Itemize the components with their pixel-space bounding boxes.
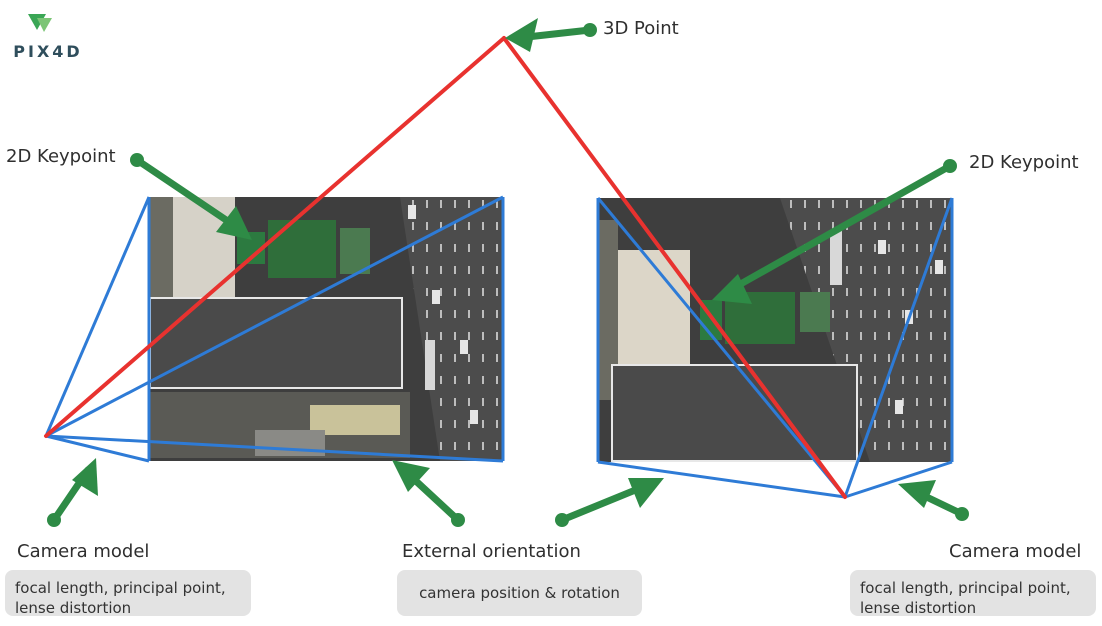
info-box-camera-model-right: focal length, principal point, lense dis…	[850, 570, 1096, 617]
pointer-arrows	[47, 18, 969, 527]
info-box-camera-model-left: focal length, principal point, lense dis…	[5, 570, 251, 617]
camera-frustum-left	[44, 195, 505, 463]
pix4d-logo-icon	[28, 14, 52, 32]
pointer-arrow-icon-3d-point	[505, 18, 597, 52]
label-2d-keypoint-right: 2D Keypoint	[969, 152, 1079, 173]
pointer-arrow-icon-camera-right	[898, 480, 969, 521]
label-3d-point: 3D Point	[603, 18, 679, 39]
projection-rays	[44, 36, 847, 499]
info-line: lense distortion	[15, 599, 132, 617]
pointer-arrow-icon-ext-right	[555, 478, 664, 527]
label-camera-model-right: Camera model	[949, 541, 1082, 562]
pointer-arrow-icon-keypoint-right	[712, 159, 957, 304]
aerial-photo-left	[149, 197, 503, 461]
pix4d-logo: PIX4D	[8, 12, 88, 62]
label-external-orientation: External orientation	[402, 541, 581, 562]
info-line: focal length, principal point,	[15, 579, 226, 597]
info-line: focal length, principal point,	[860, 579, 1071, 597]
pointer-arrow-icon-keypoint-left	[130, 153, 252, 240]
info-box-external-orientation: camera position & rotation	[397, 570, 642, 616]
logo-text: PIX4D	[13, 42, 83, 61]
pointer-arrow-icon-ext-left	[392, 460, 465, 527]
camera-frustum-right	[596, 197, 954, 499]
info-line: lense distortion	[860, 599, 977, 617]
label-camera-model-left: Camera model	[17, 541, 150, 562]
label-2d-keypoint-left: 2D Keypoint	[6, 146, 116, 167]
pointer-arrow-icon-camera-left	[47, 458, 98, 527]
info-line: camera position & rotation	[419, 584, 620, 602]
